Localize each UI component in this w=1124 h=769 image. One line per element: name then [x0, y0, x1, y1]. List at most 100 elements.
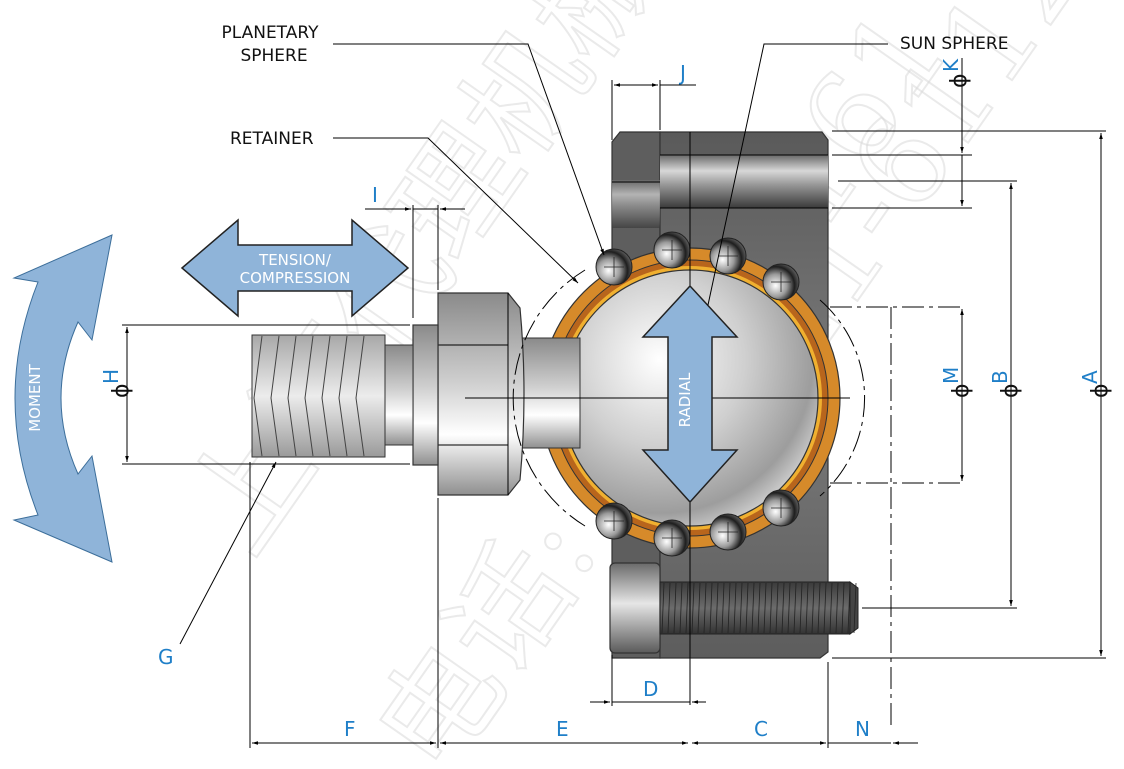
bolt-thread	[811, 582, 815, 634]
bolt-thread	[817, 582, 821, 634]
callout-thread-g: G	[158, 461, 277, 669]
bolt-thread	[673, 582, 677, 634]
bolt-thread	[703, 582, 707, 634]
phi-symbol: ϕ	[947, 73, 972, 88]
phi-symbol: ϕ	[1088, 383, 1113, 398]
sun-sphere-label: SUN SPHERE	[900, 34, 1008, 54]
ball-crosshair	[718, 246, 738, 266]
bolt-thread	[775, 582, 779, 634]
phi-symbol: ϕ	[998, 383, 1023, 398]
bolt-thread	[805, 582, 809, 634]
bolt-thread	[787, 582, 791, 634]
bolt-thread	[799, 582, 803, 634]
screw-shank	[659, 581, 851, 635]
swivel-arc-right	[819, 299, 866, 497]
swivel-arc-left	[512, 269, 586, 527]
bolt-thread	[793, 582, 797, 634]
bolt-thread	[691, 582, 695, 634]
bolt-thread	[733, 582, 737, 634]
bolt-thread	[763, 582, 767, 634]
thread-label-g: G	[158, 645, 174, 669]
bolt-thread	[781, 582, 785, 634]
tension-label: TENSION/	[258, 251, 332, 269]
dimension-phi-a: ϕ A	[832, 130, 1113, 659]
ball-crosshair	[604, 511, 624, 531]
radial-label: RADIAL	[676, 372, 694, 427]
dimension-phi-k: ϕ K	[832, 58, 972, 209]
ball-crosshair	[604, 257, 624, 277]
bolt-thread	[727, 582, 731, 634]
dimension-chain-bottom: F E C N D	[249, 462, 918, 748]
dim-label-a: A	[1078, 370, 1102, 384]
dim-label-h: H	[99, 369, 123, 384]
callout-planetary-sphere: PLANETARY SPHERE	[221, 23, 605, 256]
ball-crosshair	[718, 522, 738, 542]
thread-crest	[355, 335, 365, 457]
screw-head	[609, 562, 661, 654]
phi-symbol: ϕ	[949, 383, 974, 398]
callout-retainer: RETAINER	[230, 129, 579, 284]
stud-neck	[519, 337, 581, 449]
dimension-phi-b: ϕ B	[838, 180, 1023, 609]
dimension-i: I	[365, 183, 465, 318]
ball-crosshair	[771, 272, 791, 292]
dim-label-n: N	[855, 717, 870, 741]
bolt-thread	[745, 582, 749, 634]
thread-relief	[384, 344, 414, 446]
bolt-thread	[697, 582, 701, 634]
thread-crest	[270, 335, 280, 457]
callout-sun-sphere: SUN SPHERE	[707, 34, 1008, 306]
bolt-thread	[853, 582, 857, 634]
thread-crest	[287, 335, 297, 457]
dim-label-f: F	[344, 717, 356, 741]
thread-crest	[304, 335, 314, 457]
thread-crest	[321, 335, 331, 457]
dim-label-c: C	[754, 717, 768, 741]
moment-arrow: MOMENT	[12, 234, 113, 563]
collar	[412, 324, 439, 466]
ball-crosshair	[662, 528, 682, 548]
dim-label-k: K	[939, 58, 963, 72]
dimension-phi-h: ϕ H	[99, 324, 410, 465]
hex-nut	[437, 292, 525, 496]
phi-symbol: ϕ	[109, 383, 134, 398]
bolt-thread	[769, 582, 773, 634]
dim-label-j: J	[678, 61, 686, 85]
retainer-label: RETAINER	[230, 129, 314, 149]
bolt-thread	[685, 582, 689, 634]
ball-crosshair	[771, 498, 791, 518]
moment-label: MOMENT	[26, 363, 44, 431]
planetary-sphere-label-1: PLANETARY	[221, 23, 319, 43]
planetary-balls	[595, 231, 800, 557]
bolt-thread	[751, 582, 755, 634]
dim-label-d: D	[643, 677, 658, 701]
bolt-thread	[715, 582, 719, 634]
upper-bore	[660, 155, 828, 208]
dim-label-i: I	[372, 183, 378, 207]
bolt-thread	[847, 582, 851, 634]
dim-label-e: E	[556, 717, 569, 741]
radial-arrow: RADIAL	[641, 284, 739, 504]
bolt-thread	[835, 582, 839, 634]
bolt-thread	[739, 582, 743, 634]
dimension-j: J	[611, 61, 696, 140]
dim-label-b: B	[988, 370, 1012, 384]
dim-label-m: M	[939, 367, 963, 384]
bolt-thread	[721, 582, 725, 634]
threaded-end	[251, 334, 386, 458]
compression-label: COMPRESSION	[240, 269, 351, 287]
bolt-thread	[667, 582, 671, 634]
bolt-thread	[757, 582, 761, 634]
tension-compression-arrow: TENSION/ COMPRESSION	[180, 218, 410, 318]
bolt-thread	[841, 582, 845, 634]
bolt-thread	[661, 582, 665, 634]
cap-screw	[609, 562, 859, 654]
planetary-sphere-label-2: SPHERE	[240, 46, 307, 66]
bolt-thread	[679, 582, 683, 634]
bolt-thread	[823, 582, 827, 634]
ball-crosshair	[662, 240, 682, 260]
thread-crest	[338, 335, 348, 457]
bolt-thread	[709, 582, 713, 634]
bolt-thread	[829, 582, 833, 634]
